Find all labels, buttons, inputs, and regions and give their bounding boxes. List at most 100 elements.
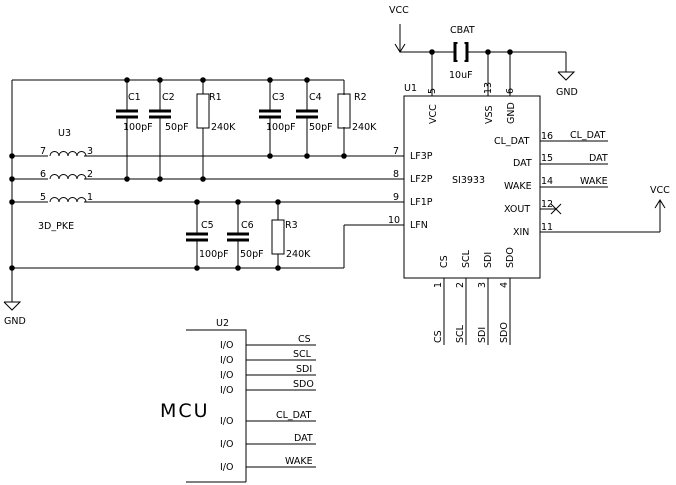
c1-capacitor: C1 100pF [116, 80, 153, 179]
u1-pin-name-lf3p: LF3P [410, 151, 433, 162]
u1-part: SI3933 [452, 175, 485, 186]
u1-pin-name-lfn: LFN [410, 220, 428, 231]
net-label-cs-u1: CS [433, 330, 444, 343]
net-label-sdo-mcu: SDO [293, 379, 314, 390]
u2-mcu-chip: U2 MCU [160, 318, 247, 483]
u1-pin-num-9: 9 [393, 192, 399, 203]
u3-pin-5: 5 [40, 192, 46, 203]
u1-pin-name-wake: WAKE [504, 181, 532, 192]
u1-pin-num-13: 13 [483, 82, 494, 94]
u1-pin-name-lf2p: LF2P [410, 174, 433, 185]
vcc-symbol-top: VCC [389, 5, 409, 53]
u3-pin-3: 3 [87, 146, 93, 157]
u1-pin-num-11: 11 [541, 222, 553, 233]
r2-resistor: R2 240K [337, 92, 377, 156]
r1-resistor: R1 240K [196, 80, 236, 179]
u3-coil-2 [48, 173, 87, 181]
u3-pin-7: 7 [40, 146, 46, 157]
u1-pin-num-5: 5 [427, 88, 438, 94]
u1-pin-name-vss: VSS [484, 105, 495, 124]
u2-pin-io-3: I/O [220, 370, 233, 381]
c6-name: C6 [241, 220, 254, 231]
c6-capacitor: C6 50pF [227, 202, 264, 268]
c1-name: C1 [128, 92, 141, 103]
u2-pin-io-1: I/O [220, 340, 233, 351]
u1-pin-name-sdi: SDI [483, 252, 494, 268]
no-connect-icon [550, 203, 562, 215]
u1-pin-num-10: 10 [388, 215, 400, 226]
net-label-cs-mcu: CS [298, 334, 311, 345]
cbat-value: 10uF [449, 70, 473, 81]
u2-ref: U2 [216, 318, 229, 329]
u1-pin-num-3: 3 [477, 282, 488, 288]
u1-pin-name-xin: XIN [513, 227, 529, 238]
c4-value: 50pF [309, 122, 333, 133]
c6-value: 50pF [240, 249, 264, 260]
u1-pin-name-scl: SCL [461, 249, 472, 268]
u1-pin-num-1: 1 [433, 282, 444, 288]
vcc-label-right: VCC [650, 185, 670, 196]
vcc-symbol-right: VCC [650, 185, 670, 209]
u2-pin-io-2: I/O [220, 355, 233, 366]
u1-pin-num-6: 6 [505, 88, 516, 94]
u3-part: 3D_PKE [38, 221, 74, 232]
r2-name: R2 [354, 92, 367, 103]
c4-capacitor: C4 50pF [296, 80, 333, 156]
u3-pin-6: 6 [40, 169, 46, 180]
r3-value: 240K [286, 249, 311, 260]
r2-value: 240K [352, 122, 377, 133]
u1-pin-num-16: 16 [541, 131, 553, 142]
net-label-sdi-u1: SDI [477, 327, 488, 343]
u3-pin-2: 2 [87, 169, 93, 180]
net-label-scl-mcu: SCL [293, 349, 312, 360]
gnd-symbol-right: GND [556, 71, 578, 98]
u1-pin-name-cs: CS [439, 255, 450, 268]
u1-pin-name-gnd: GND [506, 102, 517, 124]
u2-name: MCU [160, 400, 210, 422]
cbat-name: CBAT [450, 25, 475, 36]
net-label-cl-dat-u1: CL_DAT [570, 130, 606, 141]
u1-pin-num-14: 14 [541, 176, 553, 187]
net-label-sdi-mcu: SDI [296, 364, 312, 375]
vcc-label-top: VCC [389, 5, 409, 16]
c5-value: 100pF [199, 249, 229, 260]
net-label-cl-dat-mcu: CL_DAT [276, 410, 312, 421]
gnd-label-left: GND [4, 316, 26, 327]
u1-pin-num-7: 7 [393, 146, 399, 157]
u3-coil-1 [48, 150, 87, 158]
u1-pin-name-xout: XOUT [504, 204, 530, 215]
c3-name: C3 [272, 92, 285, 103]
u1-pin-num-15: 15 [541, 153, 553, 164]
u2-pin-io-7: I/O [220, 462, 233, 473]
u1-pin-num-4: 4 [499, 282, 510, 288]
c3-value: 100pF [266, 122, 296, 133]
u1-pin-num-2: 2 [455, 282, 466, 288]
c2-capacitor: C2 50pF [149, 80, 189, 179]
u2-pin-io-4: I/O [220, 385, 233, 396]
net-label-wake-mcu: WAKE [285, 456, 313, 467]
u2-pin-io-6: I/O [220, 439, 233, 450]
u1-pin-name-cl-dat: CL_DAT [494, 136, 530, 147]
r1-name: R1 [209, 92, 222, 103]
u1-ref: U1 [404, 83, 417, 94]
u1-pin-name-dat: DAT [513, 158, 532, 169]
u1-pin-name-vcc: VCC [428, 104, 439, 124]
u3-ref: U3 [58, 128, 71, 139]
net-label-dat-mcu: DAT [294, 433, 313, 444]
net-label-dat-u1: DAT [589, 153, 608, 164]
gnd-label-right: GND [556, 87, 578, 98]
u3-coil-3 [48, 196, 87, 204]
gnd-symbol-left: GND [3, 301, 26, 327]
c5-capacitor: C5 100pF [186, 202, 229, 268]
c1-value: 100pF [123, 122, 153, 133]
r3-name: R3 [285, 220, 298, 231]
u1-pin-num-12: 12 [541, 199, 553, 210]
r1-value: 240K [211, 122, 236, 133]
net-label-scl-u1: SCL [455, 324, 466, 343]
u1-pin-name-lf1p: LF1P [410, 197, 433, 208]
c3-capacitor: C3 100pF [259, 80, 296, 156]
net-label-wake-u1: WAKE [580, 176, 608, 187]
u3-pin-1: 1 [87, 192, 93, 203]
u1-pin-num-8: 8 [393, 169, 399, 180]
